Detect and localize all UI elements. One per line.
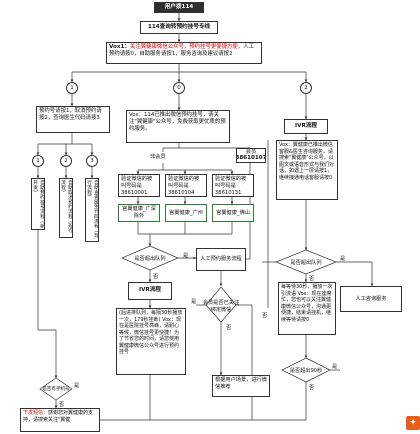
branch-circle-1: 1: [66, 82, 78, 94]
voice1-black: 人工预约请按0，自助服务请按1，服务咨询及建议请按2: [109, 44, 254, 58]
node-self-cancel: 自助取消预约流程（现行流程）: [59, 178, 73, 238]
decision-phone: 是否有手机号: [42, 387, 70, 392]
node-verify-3: 验证微信的被叫号码是38610131: [212, 174, 254, 197]
sub-circle-3: 3: [86, 155, 98, 167]
sms-text: 感谢您对翼健康的支持，请搜索关注"翼健: [23, 410, 94, 423]
member-label: 会员: [245, 148, 257, 155]
node-sms: 下发短信：感谢您对翼健康的支持，请搜索关注"翼健: [20, 408, 100, 432]
node-ivr-right: IVR流程: [284, 119, 328, 134]
voice1-red: 关注翼健康微信公众号，预约挂号更便捷方便，: [129, 44, 244, 50]
label-yes-5: 是: [74, 383, 80, 389]
branch-circle-0: 0: [173, 82, 185, 94]
corner-app-icon[interactable]: ✦: [406, 416, 420, 430]
node-verify-1: 验证微信的被叫号码是38610001: [118, 174, 160, 197]
node-ykd-2: 宫翼健康_广州: [165, 204, 207, 222]
node-verify-2: 验证微信的被叫号码是38610104: [165, 174, 207, 197]
label-no-mid: 否: [262, 313, 268, 319]
node-left-menu: 预约号请按1，取消预约请按2，查询医生代码请按3: [36, 106, 110, 133]
node-ivr-mid-text: (后进排队列，每隔30秒播放一次，179秒挂断) Vox：现在是医院挂号高峰，请…: [116, 308, 186, 375]
node-ykd-1: 宫翼健康_广深除外: [118, 204, 160, 222]
sms-red: 下发短信：: [23, 410, 49, 416]
decision-90s: 是否超出90秒: [289, 367, 323, 374]
node-self-doctor: 自助查询医生代码流程（现行流程）: [85, 178, 99, 242]
node-guide-push: 根据用户场景，进行微信推荐: [212, 375, 270, 397]
node-human-service: 人工咨询服务: [340, 286, 402, 312]
label-no-4: 否: [309, 385, 315, 391]
member-code: 38610107: [236, 155, 266, 162]
node-mid-vox: Vox：114已推出微信预约挂号，请关注"翼健康"公众号，免费获取更优质的预约服…: [126, 110, 230, 143]
node-voice1: Vox1：关注翼健康微信公众号，预约挂号更便捷方便，人工预约请按0，自助服务请按…: [106, 42, 262, 64]
label-no-3: 否: [309, 276, 315, 282]
node-right-loop: 每等待30秒，播放一次引流语 Vox：现在座席忙，您也可以关注翼健康微信公众号，…: [278, 282, 336, 335]
branch-circle-2: 2: [300, 82, 312, 94]
sub-circle-1: 1: [32, 155, 44, 167]
sub-circle-2: 2: [60, 155, 72, 167]
label-no-2: 否: [226, 325, 232, 331]
node-right-vox: Vox：翼健康已推出微信客服&医生咨询服务，请搜索"翼健康"公众号，以图文或语音…: [276, 140, 338, 200]
label-yes-1: 是: [183, 253, 189, 259]
node-human-booking: 人工预约服务流程: [196, 248, 246, 271]
label-yes-2: 是: [191, 299, 197, 305]
label-non-member: 非会员: [150, 154, 166, 160]
node-ykd-3: 宫翼健康_佛山: [212, 204, 254, 222]
label-no-1: 否: [153, 274, 159, 280]
voice1-prefix: Vox1：: [109, 44, 130, 50]
label-yes-4: 是: [332, 364, 338, 370]
label-yes-3: 是: [340, 256, 346, 262]
node-hotline: 114查询转预约挂号专线: [140, 21, 218, 34]
decision-member-wechat: 会员是否已关注绑定微信: [202, 300, 240, 313]
node-user-dial: 用户拨114: [154, 2, 204, 13]
decision-queue-right: 是否超出队列: [290, 259, 322, 266]
label-no-5: 否: [59, 402, 65, 408]
decision-queue-1: 是否超出队列: [134, 255, 166, 262]
node-ivr-mid: IVR流程: [128, 282, 172, 300]
node-self-booking: 自助预约挂号流程（新开发）: [31, 178, 45, 230]
node-member: 会员 38610107: [236, 148, 266, 163]
